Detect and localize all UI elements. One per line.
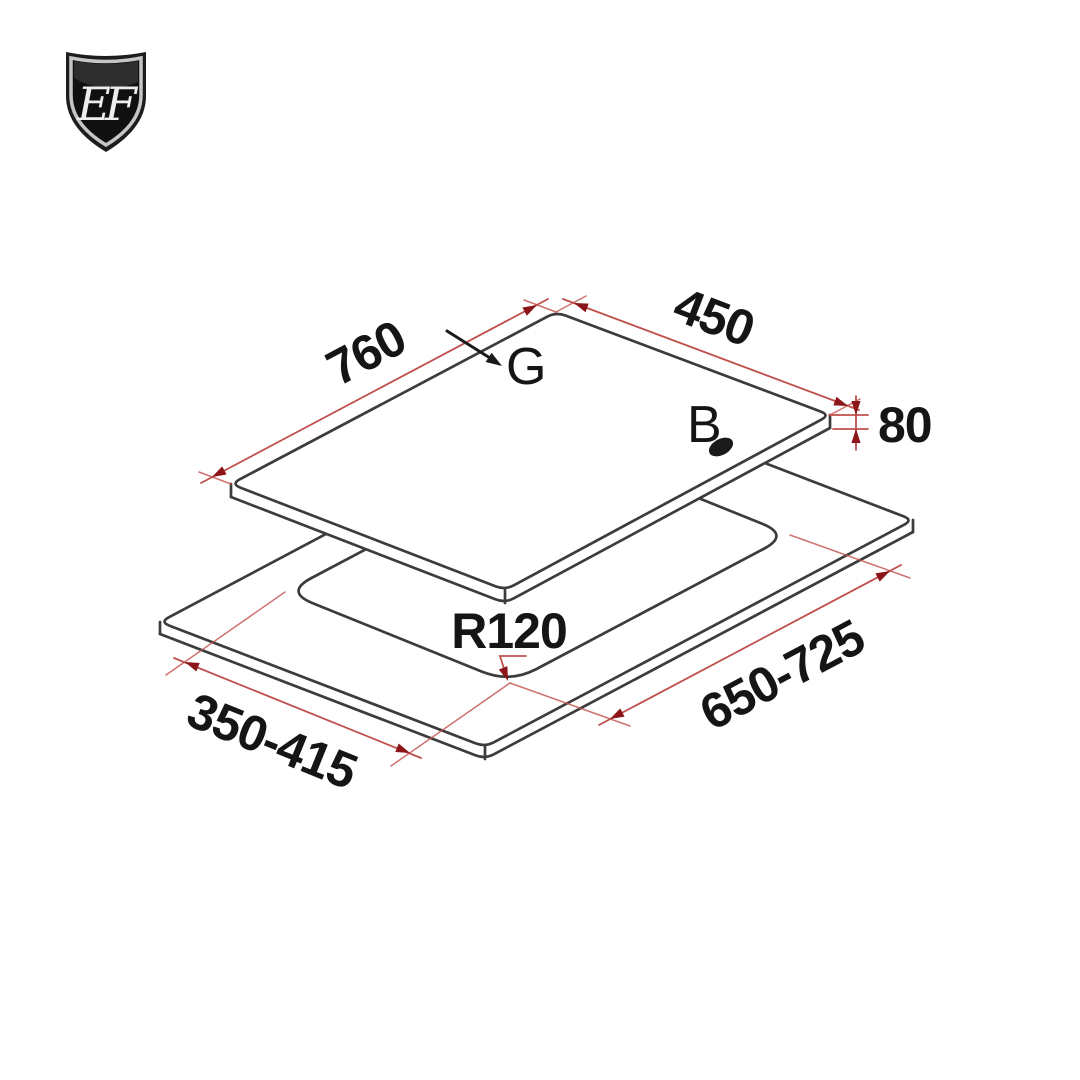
dim-760-line bbox=[200, 298, 549, 484]
dim-80-arrow-top bbox=[851, 401, 861, 415]
hob-corner-edges bbox=[229, 413, 832, 605]
dim-650-725-arrow-end bbox=[875, 571, 890, 582]
dim-760-extensions bbox=[198, 299, 557, 485]
hob-top-panel bbox=[229, 312, 832, 605]
hob-outline bbox=[234, 312, 827, 590]
dim-80-label: 80 bbox=[878, 397, 932, 453]
dim-650-725-arrow-start bbox=[610, 708, 625, 719]
dim-350-415-arrow-start bbox=[185, 662, 200, 672]
radius-leader-arrow bbox=[498, 666, 508, 681]
dim-450-arrow-start bbox=[574, 303, 589, 313]
brand-logo: EF bbox=[66, 52, 146, 152]
gas-inlet-arrowhead-icon bbox=[485, 352, 502, 366]
junction-callout: B bbox=[687, 396, 734, 457]
dim-450-line bbox=[562, 298, 860, 411]
dim-650-725-line bbox=[598, 564, 902, 726]
dim-760-arrow-end bbox=[522, 305, 537, 316]
dim-350-415-line bbox=[173, 657, 422, 759]
gas-inlet-label: G bbox=[506, 338, 546, 396]
gas-inlet-callout: G bbox=[445, 329, 546, 396]
dim-80: 80 bbox=[828, 395, 933, 453]
shield-gloss bbox=[74, 61, 138, 89]
radius-label: R120 bbox=[451, 603, 567, 659]
brand-monogram: EF bbox=[76, 77, 139, 131]
worktop-corner-edges bbox=[158, 518, 915, 761]
shield-border bbox=[69, 55, 143, 148]
hob-surface bbox=[231, 312, 830, 603]
dim-80-ticks bbox=[828, 414, 869, 430]
junction-dot-icon bbox=[708, 437, 734, 457]
dim-450-arrow-end bbox=[833, 396, 848, 406]
dim-80-arrow-bottom bbox=[851, 429, 861, 443]
radius-callout: R120 bbox=[451, 603, 568, 681]
dim-350-415-extensions bbox=[165, 591, 511, 767]
dim-350-415-arrow-end bbox=[395, 743, 410, 753]
dim-760-arrow-start bbox=[212, 466, 227, 477]
gas-inlet-arrow-icon bbox=[445, 329, 492, 360]
